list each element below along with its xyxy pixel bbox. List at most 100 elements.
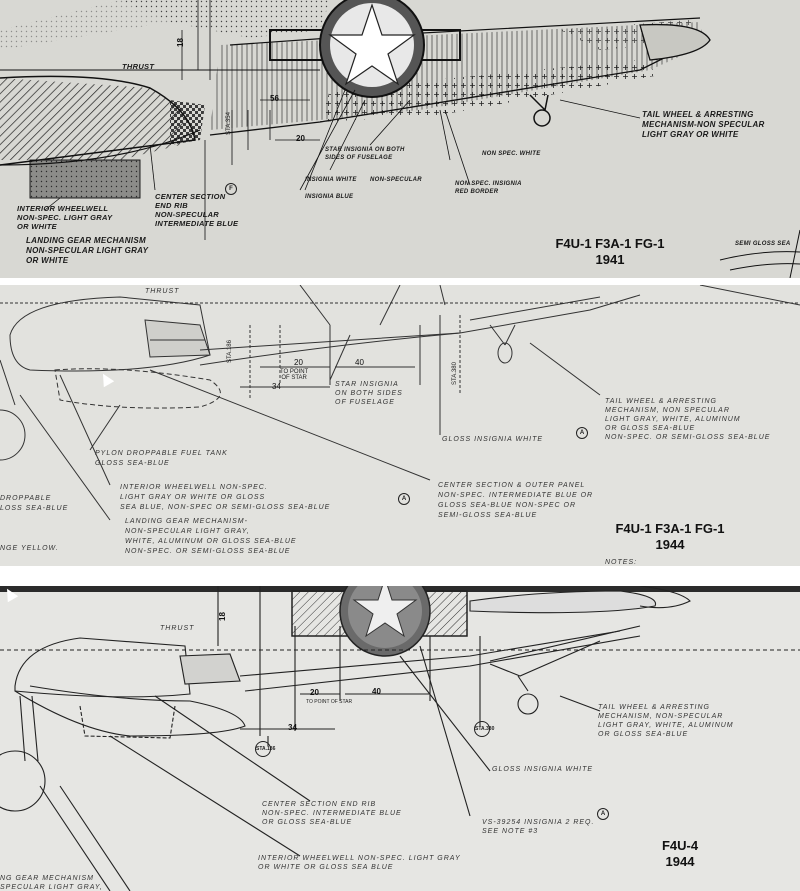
p2-star-line-1: STAR INSIGNIA: [335, 381, 399, 388]
p2-wheelwell-line-1: INTERIOR WHEELWELL NON-SPEC.: [120, 484, 268, 491]
p3-gear-line-2: SPECULAR LIGHT GRAY,: [0, 884, 103, 891]
p2-center-line-3: GLOSS SEA-BLUE NON-SPEC OR: [438, 502, 577, 509]
p3-dim-40: 40: [372, 687, 381, 696]
p2-center-section: CENTER SECTION & OUTER PANEL NON-SPEC. I…: [438, 481, 593, 521]
p3-sta-1: STA.186: [255, 741, 275, 757]
p3-tail-line-4: OR GLOSS SEA-BLUE: [598, 731, 689, 738]
p1-semi-gloss: SEMI GLOSS SEA: [735, 241, 791, 247]
p2-caption-year: 1944: [655, 537, 685, 552]
p1-star-line-1: STAR INSIGNIA ON BOTH: [325, 147, 405, 153]
p3-center-line-1: CENTER SECTION END RIB: [262, 801, 377, 808]
p3-tail-line-1: TAIL WHEEL & ARRESTING: [598, 704, 710, 711]
p3-center-section: CENTER SECTION END RIB NON-SPEC. INTERME…: [262, 800, 402, 827]
panel-f4u4-drawing: [0, 586, 800, 891]
p3-gloss-insignia-white: GLOSS INSIGNIA WHITE: [492, 766, 594, 773]
p3-gear-line-1: NG GEAR MECHANISM: [0, 875, 95, 882]
p2-gear-line-1: LANDING GEAR MECHANISM-: [125, 518, 248, 525]
p1-non-spec-insignia: NON SPEC. INSIGNIA RED BORDER: [455, 180, 522, 196]
p1-center-line-2: END RIB: [155, 201, 188, 210]
border-crosses: [320, 60, 660, 122]
p1-interior-wheelwell: INTERIOR WHEELWELL NON-SPEC. LIGHT GRAY …: [17, 204, 112, 231]
p2-tail-line-2: MECHANISM, NON SPECULAR: [605, 407, 730, 414]
p2-gear-line-3: WHITE, ALUMINUM OR GLOSS SEA-BLUE: [125, 538, 297, 545]
panel-1941: THRUST 18 56 20 STA.354 INTERIOR WHEELWE…: [0, 0, 800, 278]
p1-non-specular: NON-SPECULAR: [370, 177, 422, 183]
p2-center-line-2: NON-SPEC. INTERMEDIATE BLUE OR: [438, 492, 594, 499]
p3-interior-wheelwell: INTERIOR WHEELWELL NON-SPEC. LIGHT GRAY …: [258, 854, 461, 872]
p2-wheelwell-line-2: LIGHT GRAY OR WHITE OR GLOSS: [120, 494, 266, 501]
sta-label: STA.354: [226, 112, 232, 135]
panel-1941-drawing: [0, 0, 800, 278]
p3-vs-insignia: VS-39254 INSIGNIA 2 REQ. SEE NOTE #3: [482, 818, 594, 836]
p2-gloss-insignia-white: GLOSS INSIGNIA WHITE: [442, 436, 544, 443]
p1-landing-gear: LANDING GEAR MECHANISM NON-SPECULAR LIGH…: [26, 236, 148, 266]
p2-to-point-line-2: OF STAR: [281, 375, 307, 381]
p2-thrust: THRUST: [145, 288, 180, 295]
p2-sta-1: STA.186: [227, 340, 233, 363]
insignia-star: [352, 586, 418, 638]
p1-red-line-1: NON SPEC. INSIGNIA: [455, 181, 522, 187]
p1-center-section: CENTER SECTION END RIB NON-SPECULAR INTE…: [155, 192, 238, 228]
p2-star-line-3: OF FUSELAGE: [335, 399, 395, 406]
p3-to-point: TO POINT OF STAR: [306, 699, 353, 705]
thrust-label: THRUST: [122, 62, 155, 71]
insignia-star: [328, 3, 416, 86]
p1-insignia-blue: INSIGNIA BLUE: [305, 194, 354, 200]
panel-1944-f4u1: THRUST 20 40 34 TO POINT OF STAR STA.186…: [0, 285, 800, 566]
p1-non-spec-white: NON SPEC. WHITE: [482, 151, 541, 157]
p3-tail-line-2: MECHANISM, NON-SPECULAR: [598, 713, 724, 720]
p2-sta-2: STA.380: [452, 362, 458, 385]
p2-wheelwell-line-3: SEA BLUE, NON-SPEC OR SEMI-GLOSS SEA-BLU…: [120, 504, 331, 511]
p1-center-line-3: NON-SPECULAR: [155, 210, 220, 219]
p3-wheelwell-line-1: INTERIOR WHEELWELL NON-SPEC. LIGHT GRAY: [258, 855, 461, 862]
p2-tail-wheel: TAIL WHEEL & ARRESTING MECHANISM, NON SP…: [605, 397, 770, 442]
p3-sta-2: STA.380: [474, 721, 494, 737]
p2-dim-40: 40: [355, 358, 364, 367]
p3-wheelwell-line-2: OR WHITE OR GLOSS SEA BLUE: [258, 864, 394, 871]
p3-dim-18: 18: [217, 612, 227, 621]
p2-tail-line-5: NON-SPEC. OR SEMI-GLOSS SEA-BLUE: [605, 434, 771, 441]
p2-droppable-line-2: LOSS SEA-BLUE: [0, 505, 69, 512]
p1-wheelwell-line-2: NON-SPEC. LIGHT GRAY: [17, 213, 113, 222]
p1-gear-line-2: NON-SPECULAR LIGHT GRAY: [26, 246, 149, 255]
p1-tail-line-2: MECHANISM-NON SPECULAR: [642, 120, 765, 129]
p3-landing-gear: NG GEAR MECHANISM SPECULAR LIGHT GRAY,: [0, 874, 103, 891]
p1-caption: F4U-1 F3A-1 FG-1 1941: [540, 236, 680, 268]
dotted-wing-area: [120, 0, 330, 38]
p2-star-line-2: ON BOTH SIDES: [335, 390, 403, 397]
p1-gear-line-1: LANDING GEAR MECHANISM: [26, 236, 146, 245]
p2-pylon: PYLON DROPPABLE FUEL TANK GLOSS SEA-BLUE: [95, 449, 228, 469]
p2-gear-line-2: NON-SPECULAR LIGHT GRAY,: [125, 528, 250, 535]
panel-1944-f4u4: THRUST 18 20 40 34 TO POINT OF STAR STA.…: [0, 586, 800, 891]
p1-star-insignia: STAR INSIGNIA ON BOTH SIDES OF FUSELAGE: [325, 146, 405, 162]
dim-56: 56: [270, 94, 279, 103]
p1-center-line-4: INTERMEDIATE BLUE: [155, 219, 239, 228]
p1-tail-wheel: TAIL WHEEL & ARRESTING MECHANISM-NON SPE…: [642, 110, 765, 140]
p2-circle-a2: A: [576, 427, 588, 439]
p2-pylon-line-2: GLOSS SEA-BLUE: [95, 460, 170, 467]
p3-vs-line-1: VS-39254 INSIGNIA 2 REQ.: [482, 819, 595, 826]
p3-caption-model: F4U-4: [661, 838, 699, 853]
dim-20: 20: [296, 134, 305, 143]
p2-tail-line-3: LIGHT GRAY, WHITE, ALUMINUM: [605, 416, 741, 423]
p2-to-point-line-1: TO POINT: [280, 369, 309, 375]
p3-thrust: THRUST: [160, 625, 195, 632]
p1-circle-f1: F: [225, 183, 237, 195]
p2-landing-gear: LANDING GEAR MECHANISM- NON-SPECULAR LIG…: [125, 517, 297, 557]
p3-vs-line-2: SEE NOTE #3: [482, 828, 539, 835]
p3-dim-34: 34: [288, 723, 297, 732]
p2-center-line-1: CENTER SECTION & OUTER PANEL: [438, 482, 586, 489]
p3-caption: F4U-4 1944: [630, 838, 730, 870]
p3-tail-wheel: TAIL WHEEL & ARRESTING MECHANISM, NON-SP…: [598, 703, 734, 739]
p2-nge-yellow: NGE YELLOW.: [0, 545, 59, 552]
dim-18: 18: [175, 38, 185, 47]
p1-wheelwell-line-3: OR WHITE: [17, 222, 57, 231]
p3-dim-20: 20: [310, 688, 319, 697]
p1-tail-line-3: LIGHT GRAY OR WHITE: [642, 130, 739, 139]
leader-lines: [44, 0, 641, 240]
p2-to-point: TO POINT OF STAR: [280, 369, 308, 381]
p2-dim-34: 34: [272, 382, 281, 391]
p3-center-line-3: OR GLOSS SEA-BLUE: [262, 819, 353, 826]
p2-caption-model: F4U-1 F3A-1 FG-1: [615, 521, 725, 536]
p1-tail-line-1: TAIL WHEEL & ARRESTING: [642, 110, 754, 119]
